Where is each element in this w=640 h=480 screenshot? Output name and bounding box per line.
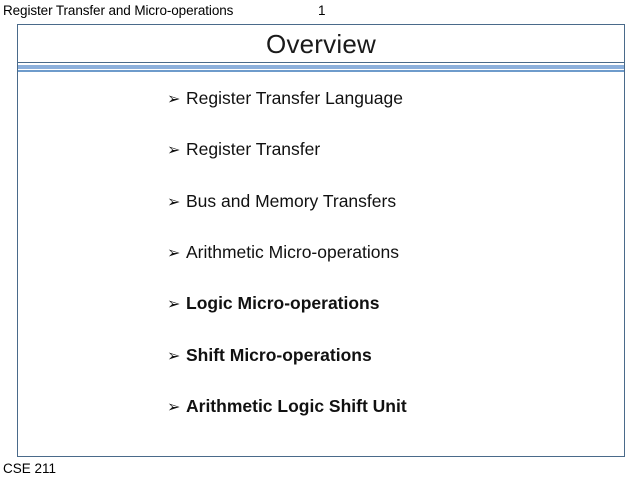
bullet-item-label: Arithmetic Logic Shift Unit: [186, 395, 407, 416]
bullet-item-label: Bus and Memory Transfers: [186, 190, 397, 211]
bullet-item-label: Arithmetic Micro-operations: [186, 241, 399, 262]
page-header-title: Register Transfer and Micro-operations: [3, 3, 234, 18]
arrow-bullet-icon: ➢: [167, 140, 181, 160]
bullet-item[interactable]: ➢Shift Micro-operations: [167, 344, 372, 367]
bullet-item[interactable]: ➢Logic Micro-operations: [167, 292, 379, 315]
divider-rule-bottom: [18, 70, 624, 72]
arrow-bullet-icon: ➢: [167, 89, 181, 108]
arrow-bullet-icon: ➢: [167, 396, 181, 416]
bullet-item-label: Register Transfer: [186, 139, 321, 160]
title-divider: [18, 62, 624, 73]
bullet-item[interactable]: ➢Bus and Memory Transfers: [167, 190, 396, 213]
slide-number: 1: [318, 3, 326, 18]
bullet-item[interactable]: ➢Arithmetic Micro-operations: [167, 241, 399, 264]
bullet-item[interactable]: ➢ Register Transfer Language: [167, 87, 403, 110]
bullet-item[interactable]: ➢Arithmetic Logic Shift Unit: [167, 395, 407, 418]
divider-gap-upper: [18, 63, 624, 65]
footer-course-code: CSE 211: [3, 461, 57, 476]
slide-title: Overview: [266, 28, 376, 59]
page-header: Register Transfer and Micro-operations 1: [0, 0, 640, 22]
divider-rule-top: [18, 62, 624, 63]
slide-frame: Overview ➢Register Transfer Language➢Reg…: [17, 24, 625, 457]
arrow-bullet-icon: ➢: [167, 345, 181, 365]
slide-title-block: Overview: [18, 25, 624, 62]
bullet-item-label: Shift Micro-operations: [186, 344, 372, 365]
arrow-bullet-icon: ➢: [167, 242, 181, 262]
bullet-item[interactable]: ➢Register Transfer: [167, 138, 320, 161]
bullet-item-label: Logic Micro-operations: [186, 293, 380, 314]
divider-band: [18, 65, 624, 69]
arrow-bullet-icon: ➢: [167, 191, 181, 211]
arrow-bullet-icon: ➢: [167, 294, 181, 314]
divider-gap-lower: [18, 69, 624, 70]
bullet-item-label: Register Transfer Language: [186, 88, 403, 108]
